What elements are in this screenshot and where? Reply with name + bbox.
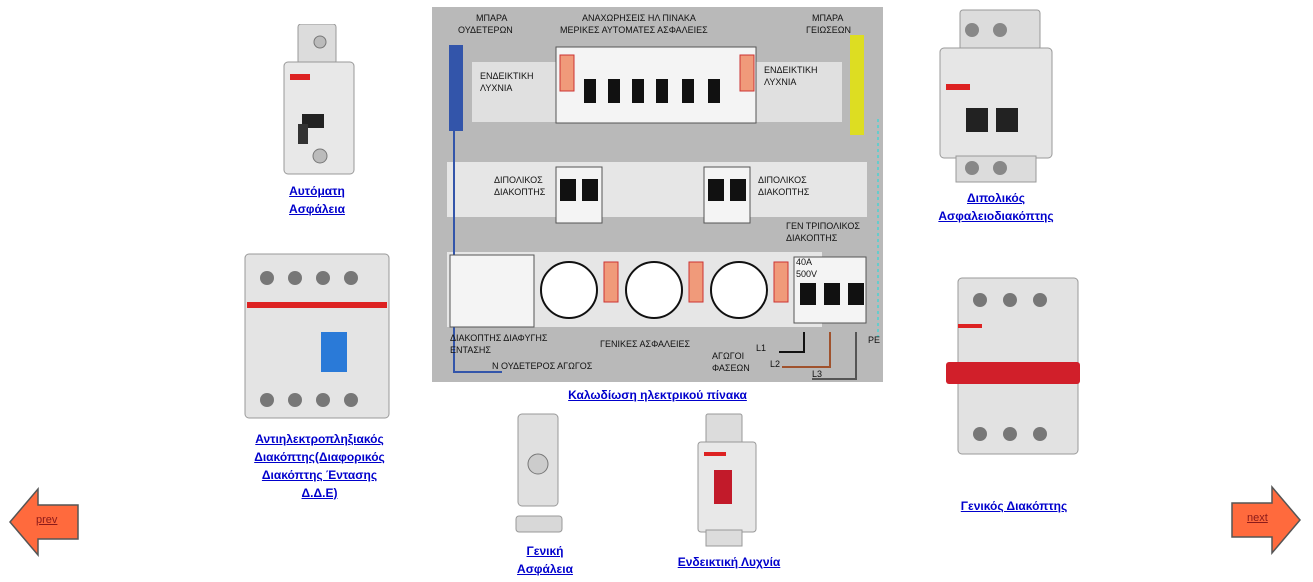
label-lamp-left-1: ΕΝΔΕΙΚΤΙΚΗ <box>480 71 534 81</box>
lamp-caption[interactable]: Ενδεικτική Λυχνία <box>677 555 781 569</box>
rcd-image[interactable] <box>243 252 391 420</box>
wiring-diagram-image[interactable]: ΜΠΑΡΑ ΟΥΔΕΤΕΡΩΝ ΑΝΑΧΩΡΗΣΕΙΣ ΗΛ ΠΙΝΑΚΑ ΜΕ… <box>432 7 883 382</box>
label-ground-bar-2: ΓΕΙΩΣΕΩΝ <box>806 25 851 35</box>
main-switch-image[interactable] <box>944 276 1082 456</box>
mcb-image[interactable] <box>280 23 356 176</box>
label-neutral-bar-1: ΜΠΑΡΑ <box>476 13 507 23</box>
double-pole-breaker-image[interactable] <box>936 8 1056 184</box>
left-arrow-icon <box>9 486 79 558</box>
label-l2: L2 <box>770 359 780 369</box>
rcd-caption-line1[interactable]: Αντιηλεκτροπληξιακός <box>255 432 384 446</box>
double-pole-caption[interactable]: Διπολικός Ασφαλειοδιακόπτης <box>918 189 1074 225</box>
label-top-title-1: ΑΝΑΧΩΡΗΣΕΙΣ ΗΛ ΠΙΝΑΚΑ <box>582 13 696 23</box>
label-rcd-2: ΕΝΤΑΣΗΣ <box>450 345 491 355</box>
neutral-bar <box>449 45 463 131</box>
label-lamp-right-2: ΛΥΧΝΙΑ <box>764 77 796 87</box>
label-pe: PE <box>868 335 880 345</box>
label-l3: L3 <box>812 369 822 379</box>
label-rating-2: 500V <box>796 269 817 279</box>
label-bipolar-right-2: ΔΙΑΚΟΠΤΗΣ <box>758 187 810 197</box>
mcb-caption-line2[interactable]: Ασφάλεια <box>289 202 345 216</box>
label-lamp-right-1: ΕΝΔΕΙΚΤΙΚΗ <box>764 65 818 75</box>
fuse-caption-line2[interactable]: Ασφάλεια <box>517 562 573 576</box>
label-bipolar-left-1: ΔΙΠΟΛΙΚΟΣ <box>494 175 543 185</box>
mcb-caption[interactable]: Αυτόματη Ασφάλεια <box>262 182 372 218</box>
label-phase-wires-1: ΑΓΩΓΟΙ <box>712 351 744 361</box>
mcb-caption-line1[interactable]: Αυτόματη <box>289 184 345 198</box>
right-arrow-icon <box>1231 484 1301 556</box>
label-tripolar-2: ΔΙΑΚΟΠΤΗΣ <box>786 233 838 243</box>
label-rcd-1: ΔΙΑΚΟΠΤΗΣ ΔΙΑΦΥΓΗΣ <box>450 333 548 343</box>
label-bipolar-right-1: ΔΙΠΟΛΙΚΟΣ <box>758 175 807 185</box>
prev-label[interactable]: prev <box>36 514 58 526</box>
label-rating-1: 40A <box>796 257 812 267</box>
label-phase-wires-2: ΦΑΣΕΩΝ <box>712 363 750 373</box>
label-top-title-2: ΜΕΡΙΚΕΣ ΑΥΤΟΜΑΤΕΣ ΑΣΦΑΛΕΙΕΣ <box>560 25 708 35</box>
rcd-caption-line3[interactable]: Διακόπτης Έντασης <box>261 468 378 482</box>
label-tripolar-1: ΓΕΝ ΤΡΙΠΟΛΙΚΟΣ <box>786 221 860 231</box>
lamp-image[interactable] <box>694 412 760 548</box>
main-switch-caption[interactable]: Γενικός Διακόπτης <box>960 499 1068 513</box>
double-pole-caption-line1[interactable]: Διπολικός <box>966 191 1025 205</box>
label-neutral-wire: N ΟΥΔΕΤΕΡΟΣ ΑΓΩΓΟΣ <box>492 361 593 371</box>
rcd-caption-line2[interactable]: Διακόπτης(Διαφορικός <box>254 450 385 464</box>
next-button[interactable]: next <box>1230 484 1302 556</box>
ground-bar <box>850 35 864 135</box>
double-pole-caption-line2[interactable]: Ασφαλειοδιακόπτης <box>938 209 1054 223</box>
rcd-caption[interactable]: Αντιηλεκτροπληξιακός Διακόπτης(Διαφορικό… <box>232 430 407 502</box>
label-neutral-bar-2: ΟΥΔΕΤΕΡΩΝ <box>458 25 513 35</box>
label-l1: L1 <box>756 343 766 353</box>
rcd-caption-line4[interactable]: Δ.Δ.Ε) <box>301 486 338 500</box>
fuse-caption[interactable]: Γενική Ασφάλεια <box>500 542 590 578</box>
label-main-fuses: ΓΕΝΙΚΕΣ ΑΣΦΑΛΕΙΕΣ <box>600 339 691 349</box>
diagram-caption[interactable]: Καλωδίωση ηλεκτρικού πίνακα <box>568 388 747 402</box>
label-lamp-left-2: ΛΥΧΝΙΑ <box>480 83 512 93</box>
label-ground-bar-1: ΜΠΑΡΑ <box>812 13 843 23</box>
fuse-caption-line1[interactable]: Γενική <box>526 544 564 558</box>
prev-button[interactable]: prev <box>8 486 80 558</box>
fuse-image[interactable] <box>512 412 568 536</box>
label-bipolar-left-2: ΔΙΑΚΟΠΤΗΣ <box>494 187 546 197</box>
next-label[interactable]: next <box>1247 512 1268 524</box>
